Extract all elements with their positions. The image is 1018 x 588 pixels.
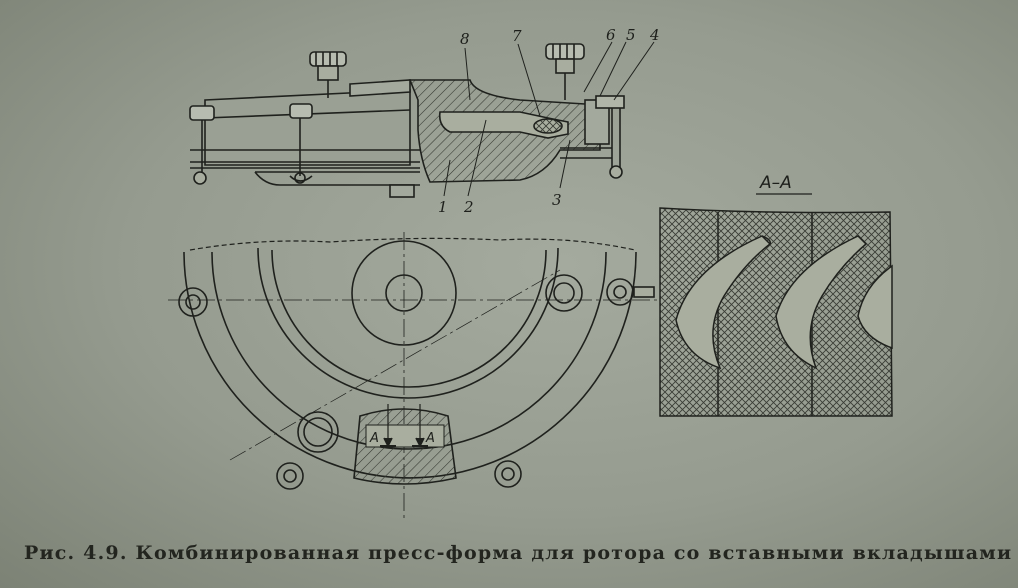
part-label-4: 4 bbox=[649, 26, 660, 44]
bolt-hole-bottom-right bbox=[494, 460, 522, 488]
part-label-2: 2 bbox=[463, 198, 474, 216]
blade-cavity-1 bbox=[675, 235, 772, 370]
side-section-view bbox=[189, 43, 625, 198]
clamp-screw-right bbox=[545, 43, 585, 100]
bolt-hole-right-upper bbox=[545, 274, 583, 312]
blade-cavity-3 bbox=[857, 264, 893, 350]
part-label-3: 3 bbox=[552, 191, 562, 209]
bolt-hole-lower-left bbox=[297, 411, 339, 453]
bolt-hole-bottom-left bbox=[276, 462, 304, 490]
part-label-5: 5 bbox=[626, 26, 636, 44]
part-label-8: 8 bbox=[460, 30, 470, 48]
figure-title: Комбинированная пресс-форма для ротора с… bbox=[135, 542, 1013, 564]
section-mark-left: А bbox=[369, 431, 379, 446]
blade-cavity-2 bbox=[775, 235, 868, 370]
part-leader-lines bbox=[443, 41, 655, 197]
side-clamp-left bbox=[189, 103, 313, 185]
part-labels: 8 7 6 5 4 1 2 3 bbox=[438, 26, 660, 216]
figure-number: Рис. 4.9. bbox=[24, 542, 128, 564]
section-mark-right: А bbox=[425, 431, 435, 446]
part-label-6: 6 bbox=[606, 26, 616, 44]
part-label-7: 7 bbox=[512, 27, 522, 45]
section-a-a-view bbox=[659, 207, 893, 417]
plan-view bbox=[168, 232, 660, 520]
clamp-screw-left bbox=[309, 51, 347, 98]
section-title: А–А bbox=[759, 173, 792, 193]
figure-caption: Рис. 4.9. Комбинированная пресс-форма дл… bbox=[24, 542, 1011, 564]
bolt-hole-left bbox=[178, 287, 208, 317]
part-label-1: 1 bbox=[438, 198, 448, 216]
bolt-hole-far-right bbox=[606, 278, 655, 306]
